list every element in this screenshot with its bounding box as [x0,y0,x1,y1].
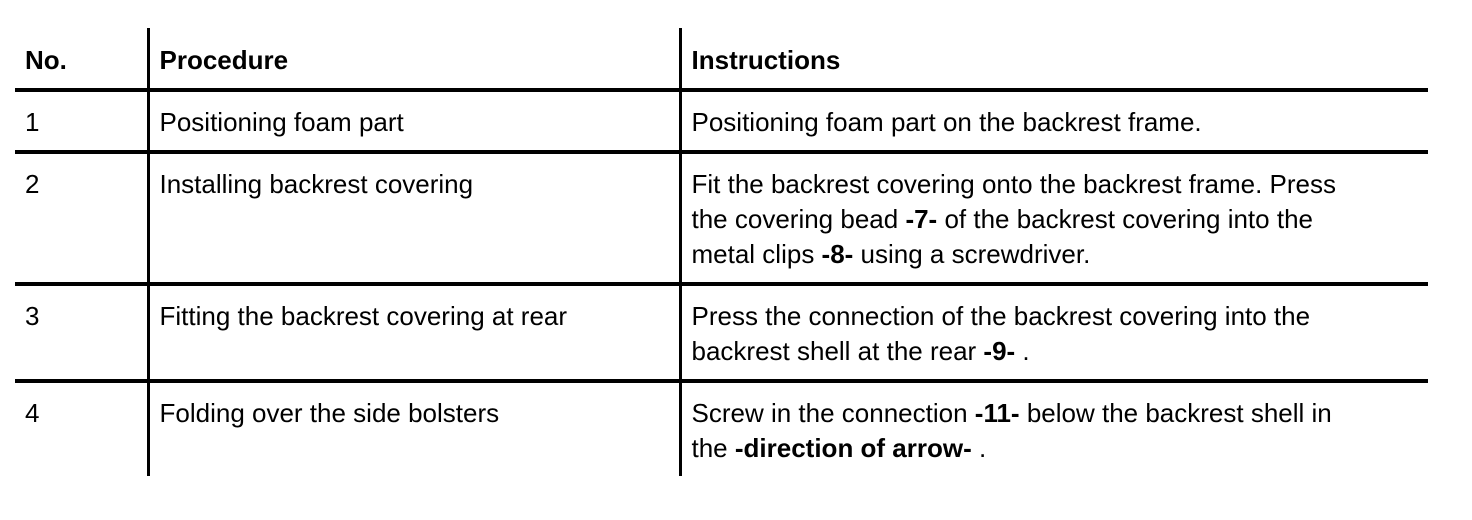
table-row: 2 Installing backrest covering Fit the b… [15,152,1428,286]
cell-procedure: Installing backrest covering [146,152,680,286]
header-cell-instructions: Instructions [678,28,1428,92]
instruction-text: using a screwdriver. [853,239,1091,269]
instruction-text: Press the connection of the backrest cov… [691,301,1311,366]
header-cell-procedure: Procedure [146,28,680,92]
instruction-ref: -8- [821,239,854,269]
instruction-text: . [1015,336,1030,366]
procedure-table: No. Procedure Instructions 1 Positioning… [15,28,1428,476]
cell-procedure: Folding over the side bolsters [146,381,680,476]
instruction-text: Screw in the connection [691,398,975,428]
cell-no: 2 [15,152,148,286]
table-row: 4 Folding over the side bolsters Screw i… [15,381,1428,476]
instruction-ref: -9- [983,336,1016,366]
instruction-text: Fit the backrest covering onto the backr… [691,169,1337,234]
header-cell-no: No. [15,28,148,92]
instruction-text: of the backrest covering into the metal … [691,204,1314,269]
cell-instructions: Press the connection of the backrest cov… [678,284,1428,383]
instruction-ref: -7- [905,204,938,234]
cell-no: 4 [25,398,40,428]
cell-instructions: Positioning foam part on the backrest fr… [678,90,1428,154]
instruction-text: below the backrest shell in the [691,398,1332,463]
cell-procedure: Positioning foam part [146,90,680,154]
cell-instructions: Fit the backrest covering onto the backr… [678,152,1428,286]
cell-instructions: Screw in the connection -11- below the b… [678,381,1428,476]
instruction-ref: -11- [974,398,1020,428]
cell-no: 1 [15,90,148,154]
instruction-text: Positioning foam part on the backrest fr… [691,107,1202,137]
cell-no: 3 [15,284,148,383]
cell-procedure: Fitting the backrest covering at rear [146,284,680,383]
instruction-text: . [971,433,987,463]
header-row: No. Procedure Instructions [15,28,1428,92]
table-row: 3 Fitting the backrest covering at rear … [15,284,1428,383]
instruction-ref: -direction of arrow- [734,433,972,463]
table-row: 1 Positioning foam part Positioning foam… [15,90,1428,154]
